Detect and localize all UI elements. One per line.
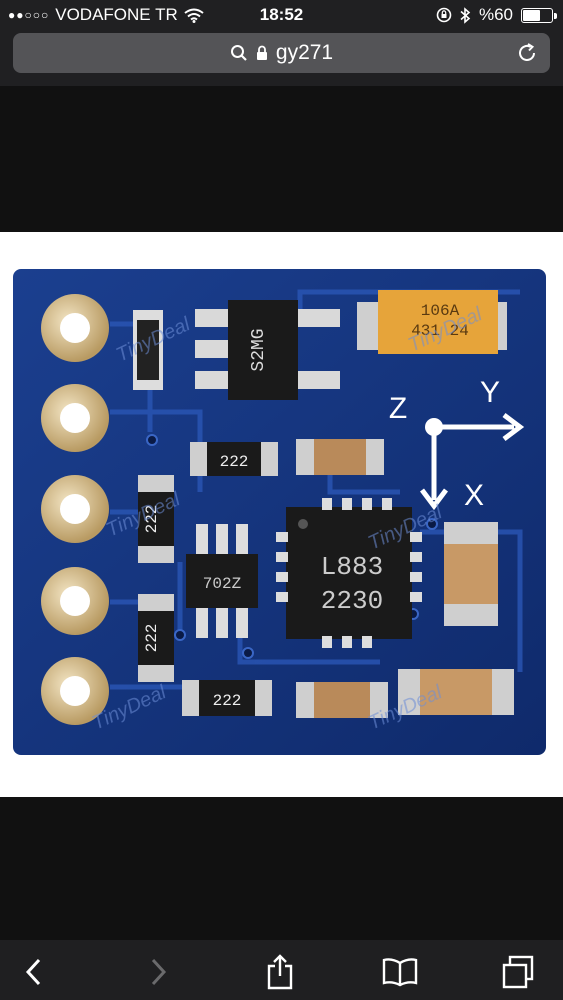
axis-indicator: Z Y X [389, 376, 525, 512]
axis-z-label: Z [389, 392, 407, 425]
forward-icon [151, 958, 167, 986]
forward-button[interactable] [136, 952, 180, 992]
page-background-top [0, 86, 563, 232]
chip-top-marking: S2MG [249, 328, 269, 371]
resistor-label-d: 222 [213, 692, 242, 710]
chip-main-line2: 2230 [321, 586, 383, 616]
tantalum-line2: 431 24 [411, 322, 469, 340]
address-area: gy271 [0, 30, 563, 86]
tabs-icon [502, 955, 534, 989]
tabs-button[interactable] [496, 952, 540, 992]
product-image-gy271: S2MG 106A 431 24 222 222 [0, 232, 563, 797]
resistor-label-a: 222 [220, 453, 249, 471]
bookmarks-icon [382, 958, 418, 987]
rotation-lock-icon [436, 7, 452, 23]
search-icon [230, 45, 247, 61]
signal-strength: ●●○○○ [8, 8, 50, 22]
battery-icon [521, 7, 557, 23]
back-icon [25, 958, 41, 986]
resistor-222-b: 222 [138, 475, 174, 563]
chip-main-line1: L883 [321, 552, 383, 582]
share-icon [267, 954, 293, 990]
carrier-name: VODAFONE TR [55, 5, 178, 24]
wifi-icon [184, 8, 204, 23]
tantalum-capacitor: 106A 431 24 [357, 290, 507, 354]
battery-percent: %60 [478, 5, 513, 24]
chip-702z: 702Z [186, 524, 258, 638]
reload-icon[interactable] [516, 42, 538, 64]
pcb-board-illustration: S2MG 106A 431 24 222 222 [13, 269, 546, 755]
axis-y-label: Y [480, 376, 500, 409]
resistor-label-b: 222 [143, 505, 161, 534]
chip-hmc5883l: L883 2230 [276, 498, 422, 648]
tantalum-line1: 106A [421, 302, 460, 320]
lock-icon [256, 45, 267, 60]
address-bar[interactable]: gy271 [13, 33, 550, 73]
resistor-222-d: 222 [182, 680, 272, 716]
bookmarks-button[interactable] [378, 952, 422, 992]
bluetooth-icon [460, 6, 471, 24]
chip-mid-marking: 702Z [203, 575, 242, 593]
resistor-222-c: 222 [138, 594, 174, 682]
battery-fill [523, 9, 540, 21]
share-button[interactable] [258, 952, 302, 992]
url-text: gy271 [275, 41, 334, 64]
page-background-bottom [0, 797, 563, 940]
clock: 18:52 [259, 5, 304, 24]
status-bar: ●●○○○ VODAFONE TR 18:52 %60 [0, 0, 563, 30]
browser-toolbar [0, 940, 563, 1000]
chip-s2mg: S2MG [195, 300, 340, 400]
resistor-label-c: 222 [143, 624, 161, 653]
header-pins [41, 294, 109, 725]
axis-x-label: X [464, 479, 484, 512]
resistor-222-a: 222 [190, 442, 278, 476]
back-button[interactable] [12, 952, 56, 992]
